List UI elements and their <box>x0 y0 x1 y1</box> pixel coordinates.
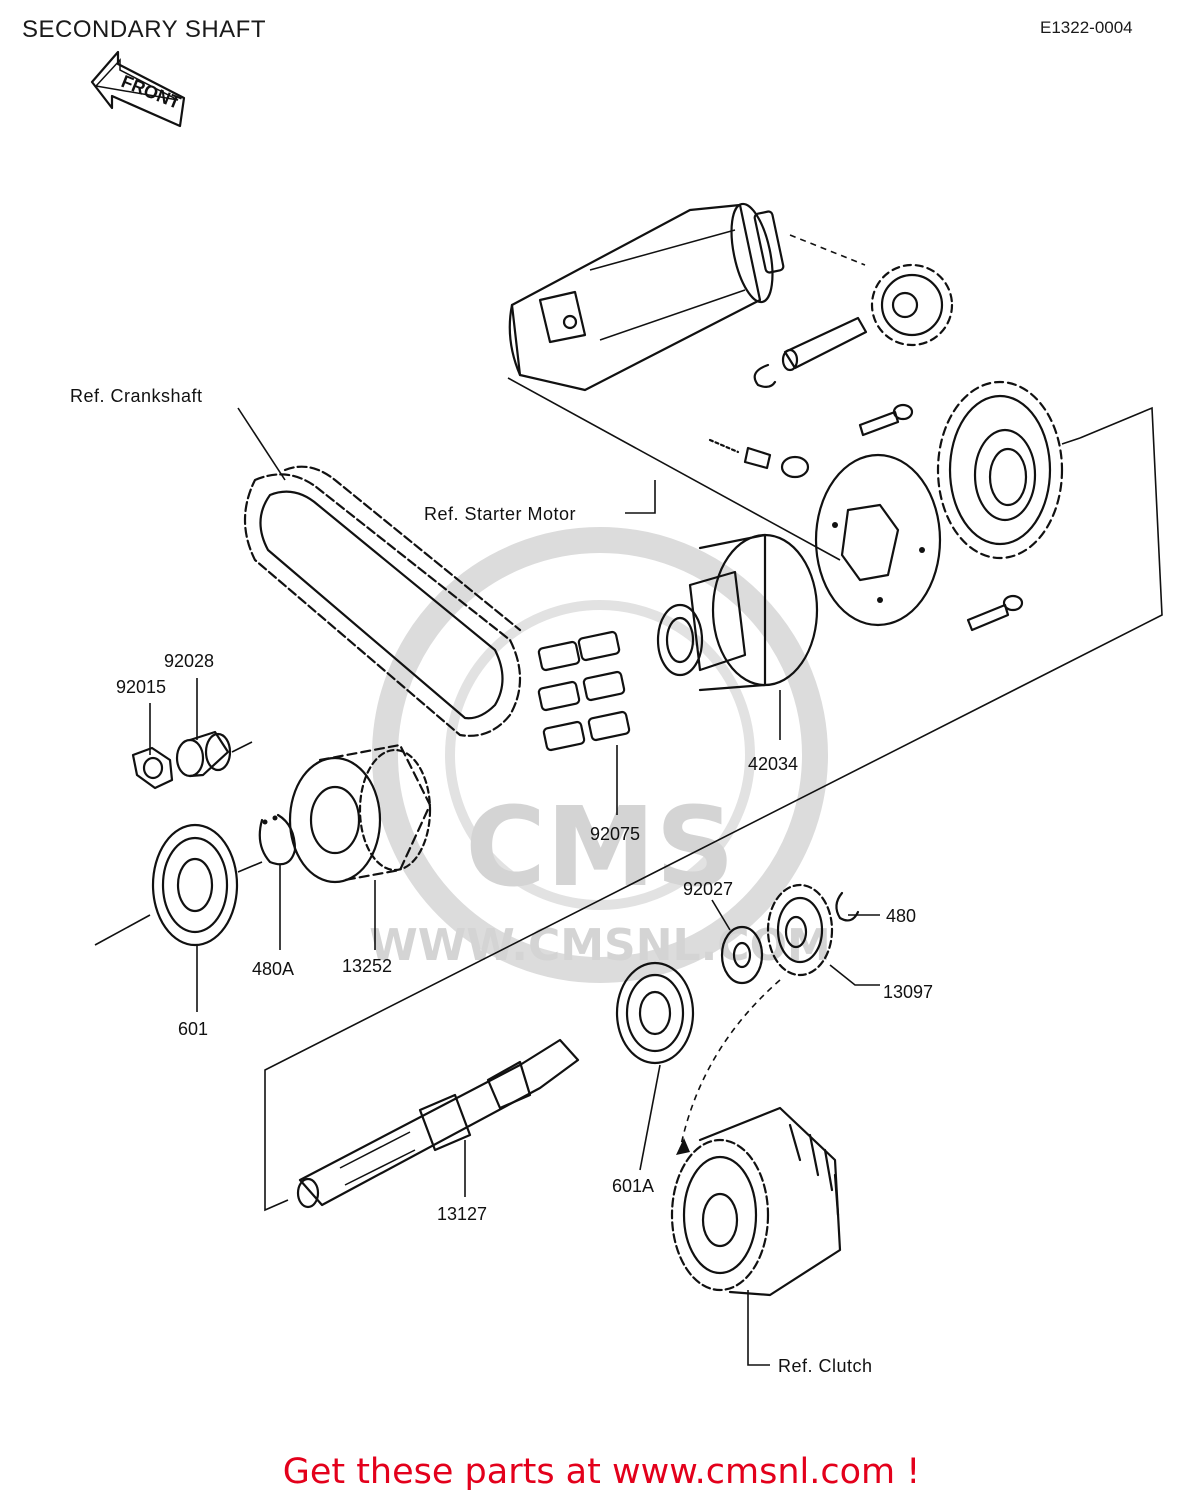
idler-shaft-icon <box>753 316 868 389</box>
starter-sprocket-icon <box>936 380 1064 560</box>
clutch-housing-icon <box>670 979 842 1297</box>
ball-bearing-601a-icon <box>615 961 695 1065</box>
page-title: SECONDARY SHAFT <box>22 16 266 43</box>
part-label-92028: 92028 <box>164 651 214 671</box>
collar-icon <box>175 730 253 778</box>
part-label-13097: 13097 <box>883 982 933 1002</box>
part-label-13127: 13127 <box>437 1204 487 1224</box>
part-label-480: 480 <box>886 906 916 926</box>
circlip-icon <box>258 813 297 866</box>
clutch-roller-set-icon <box>708 438 810 479</box>
starter-clutch-body-icon <box>814 453 942 627</box>
watermark: CMS WWW.CMSNL.COM <box>369 527 831 983</box>
idler-pinion-gear-icon <box>789 234 954 347</box>
watermark-logo: CMS <box>465 783 734 911</box>
washer-icon <box>720 925 764 985</box>
secondary-shaft-nut-icon <box>131 746 174 790</box>
ball-bearing-icon <box>94 823 263 947</box>
part-label-92075: 92075 <box>590 824 640 844</box>
watermark-inner-ring <box>445 600 755 910</box>
secondary-shaft-icon <box>296 1038 580 1209</box>
ref-clutch-label: Ref. Clutch <box>778 1356 873 1376</box>
part-label-92027: 92027 <box>683 879 733 899</box>
part-label-42034: 42034 <box>748 754 798 774</box>
part-label-13252: 13252 <box>342 956 392 976</box>
leader-lines <box>149 407 880 1366</box>
front-label: FRONT <box>119 71 184 113</box>
circlip-480-icon <box>835 891 860 922</box>
assembly-outline <box>264 377 1163 1212</box>
buy-parts-link[interactable]: Get these parts at www.cmsnl.com ! <box>282 1452 921 1492</box>
part-label-601: 601 <box>178 1019 208 1039</box>
watermark-url: WWW.CMSNL.COM <box>369 920 831 971</box>
part-label-601A: 601A <box>612 1176 654 1196</box>
starter-clutch-gear-icon <box>656 533 819 692</box>
gear-13097-icon <box>766 883 834 977</box>
starter-motor-icon <box>508 202 785 392</box>
watermark-ring <box>372 527 828 983</box>
part-label-92015: 92015 <box>116 677 166 697</box>
bolt-icon <box>858 403 1024 632</box>
diagram-code: E1322-0004 <box>1040 18 1133 37</box>
ref-starter-motor-label: Ref. Starter Motor <box>424 504 576 524</box>
damper-set-icon <box>537 630 631 752</box>
front-arrow-icon: FRONT <box>90 50 186 128</box>
part-label-480A: 480A <box>252 959 294 979</box>
primary-chain-icon <box>243 465 522 737</box>
secondary-sprocket-icon <box>288 743 432 884</box>
ref-crankshaft-label: Ref. Crankshaft <box>70 386 203 406</box>
